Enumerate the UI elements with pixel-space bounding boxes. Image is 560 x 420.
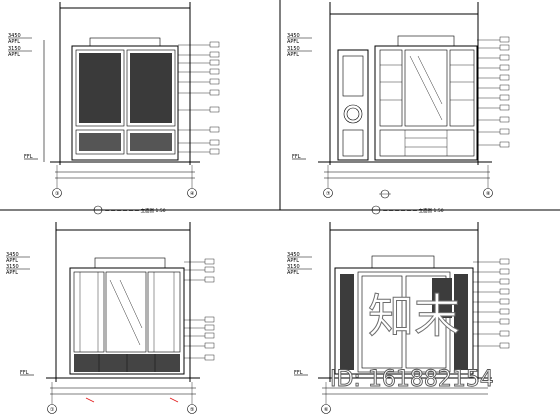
elevation-panel-d: 3450 APFL 3150 APFL FFL <box>287 222 510 414</box>
axis-label: ① <box>50 407 55 413</box>
sheet-grid <box>0 0 560 211</box>
axis-label: ⑧ <box>486 191 491 197</box>
svg-text:FFL: FFL <box>292 154 301 160</box>
axis-label: ⑦ <box>326 191 331 197</box>
elevation-panel-a: 3450 APFL 3150 APFL FFL <box>8 2 220 215</box>
panel-title: — — — — — — 立面图 1:50 <box>105 207 166 214</box>
material-tags <box>178 41 220 155</box>
svg-text:FFL: FFL <box>294 370 303 376</box>
elevation-panel-b: 3450 APFL 3150 APFL FFL <box>287 2 510 215</box>
svg-text:APFL: APFL <box>287 258 299 264</box>
panel-title: — — — — — — 立面图 1:50 <box>383 207 444 214</box>
svg-text:3450: 3450 <box>287 252 300 258</box>
axis-label: ③ <box>55 191 59 197</box>
svg-text:3450: 3450 <box>6 252 19 258</box>
svg-text:3450: 3450 <box>8 33 21 39</box>
elevation-marks: 3450 APFL 3150 APFL FFL <box>8 33 38 160</box>
svg-text:APFL: APFL <box>287 52 299 58</box>
axis-label: ④ <box>190 191 195 197</box>
elevation-panel-c: 3450 APFL 3150 APFL FFL <box>6 222 215 414</box>
svg-text:3450: 3450 <box>287 33 300 39</box>
elevation-marks: 3450 APFL 3150 APFL FFL <box>6 252 34 376</box>
svg-text:3150: 3150 <box>8 46 21 52</box>
red-accent-lines <box>85 397 179 403</box>
svg-text:APFL: APFL <box>8 52 20 58</box>
material-tags <box>477 36 510 148</box>
material-tags <box>184 258 215 361</box>
watermark-logo-text: 知末 <box>368 289 460 343</box>
svg-text:3150: 3150 <box>287 264 300 270</box>
svg-text:FFL: FFL <box>24 154 33 160</box>
svg-text:APFL: APFL <box>6 258 18 264</box>
svg-text:FFL: FFL <box>20 370 29 376</box>
elevation-marks: 3450 APFL 3150 APFL FFL <box>287 252 312 376</box>
svg-text:3150: 3150 <box>6 264 19 270</box>
elevation-marks: 3450 APFL 3150 APFL FFL <box>287 33 312 160</box>
svg-text:APFL: APFL <box>287 39 299 45</box>
svg-text:3150: 3150 <box>287 46 300 52</box>
material-tags <box>473 258 510 349</box>
watermark: 知末 ID: 161882154 <box>330 289 495 393</box>
watermark-id: ID: 161882154 <box>330 367 494 392</box>
axis-label: ⑥ <box>324 407 329 413</box>
svg-text:APFL: APFL <box>287 270 299 276</box>
axis-label: ⑤ <box>190 407 194 413</box>
svg-text:APFL: APFL <box>8 39 20 45</box>
svg-text:APFL: APFL <box>6 270 18 276</box>
